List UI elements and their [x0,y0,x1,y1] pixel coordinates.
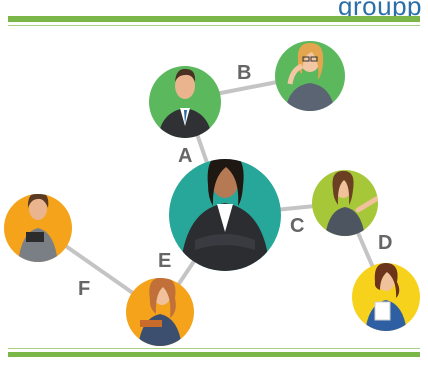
person-node-woman-pointing [312,170,378,236]
edge-label-b: B [237,62,251,84]
person-node-man [149,66,221,138]
bottom-divider [8,352,420,357]
edge-labels: A B C D E F [78,62,392,300]
edge-label-a: A [178,145,192,167]
top-divider [8,16,420,22]
edge-label-d: D [378,232,392,254]
edge-label-e: E [158,250,171,272]
person-node-woman-papers [352,263,420,331]
edge-label-c: C [290,215,304,237]
person-node-central-woman [169,159,281,271]
person-node-woman-book [126,278,194,346]
person-node-woman-tablet [4,194,72,262]
bottom-divider-thin [8,348,420,349]
edge-label-f: F [78,278,90,300]
top-divider-thin [8,25,420,26]
header-title-fragment: groupp [338,0,422,21]
person-node-woman-glasses [275,41,345,111]
